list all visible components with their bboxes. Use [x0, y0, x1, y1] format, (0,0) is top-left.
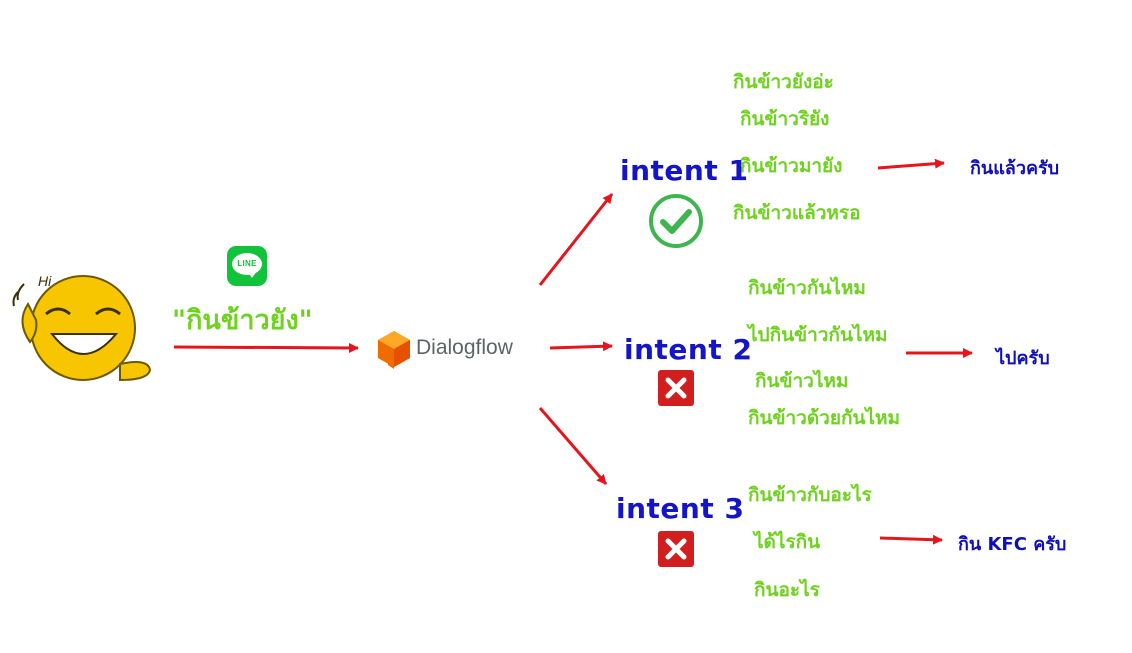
dialogflow-label: Dialogflow: [416, 336, 513, 359]
waving-emoji-icon: Hi: [12, 273, 152, 382]
check-icon: [649, 194, 703, 248]
intent-2-phrase-3: กินข้าวไหม: [755, 370, 849, 392]
intent-3-phrase-3: กินอะไร: [754, 579, 820, 601]
intent-1-phrase-4: กินข้าวแล้วหรอ: [733, 202, 861, 224]
intent-3-reply: กิน KFC ครับ: [958, 534, 1067, 555]
intent-3-phrase-1: กินข้าวกับอะไร: [748, 484, 872, 506]
intent-1-reply: กินแล้วครับ: [970, 158, 1060, 179]
user-message: "กินข้าวยัง": [172, 305, 313, 336]
arrow-intent-3-to-reply: [879, 534, 943, 545]
cross-icon: [658, 370, 694, 406]
intent-2-phrase-2: ไปกินข้าวกันไหม: [748, 324, 888, 346]
intent-1-phrase-3: กินข้าวมายัง: [740, 155, 843, 177]
dialogflow-logo-icon: [378, 331, 410, 369]
arrow-user-to-dialogflow: [173, 342, 359, 353]
greeting-text: Hi: [38, 273, 52, 289]
intent-3-label: intent 3: [616, 492, 745, 525]
intent-2-phrase-1: กินข้าวกันไหม: [748, 277, 866, 299]
arrow-intent-1-to-reply: [877, 158, 945, 170]
arrow-dialogflow-to-intent-1: [538, 193, 614, 286]
intent-2-reply: ไปครับ: [996, 348, 1050, 369]
line-logo-icon: LINE: [227, 246, 267, 286]
intent-1-label: intent 1: [620, 154, 749, 187]
cross-icon: [658, 531, 694, 567]
intent-1-phrase-1: กินข้าวยังอ่ะ: [733, 71, 834, 93]
arrow-dialogflow-to-intent-2: [549, 341, 613, 352]
intent-2-phrase-4: กินข้าวด้วยกันไหม: [748, 407, 901, 429]
arrow-dialogflow-to-intent-3: [538, 407, 608, 485]
intent-2-label: intent 2: [624, 333, 753, 366]
intent-3-phrase-2: ได้ไรกิน: [754, 531, 821, 553]
line-logo-text: LINE: [237, 259, 257, 268]
intent-1-phrase-2: กินข้าวริยัง: [740, 108, 830, 130]
